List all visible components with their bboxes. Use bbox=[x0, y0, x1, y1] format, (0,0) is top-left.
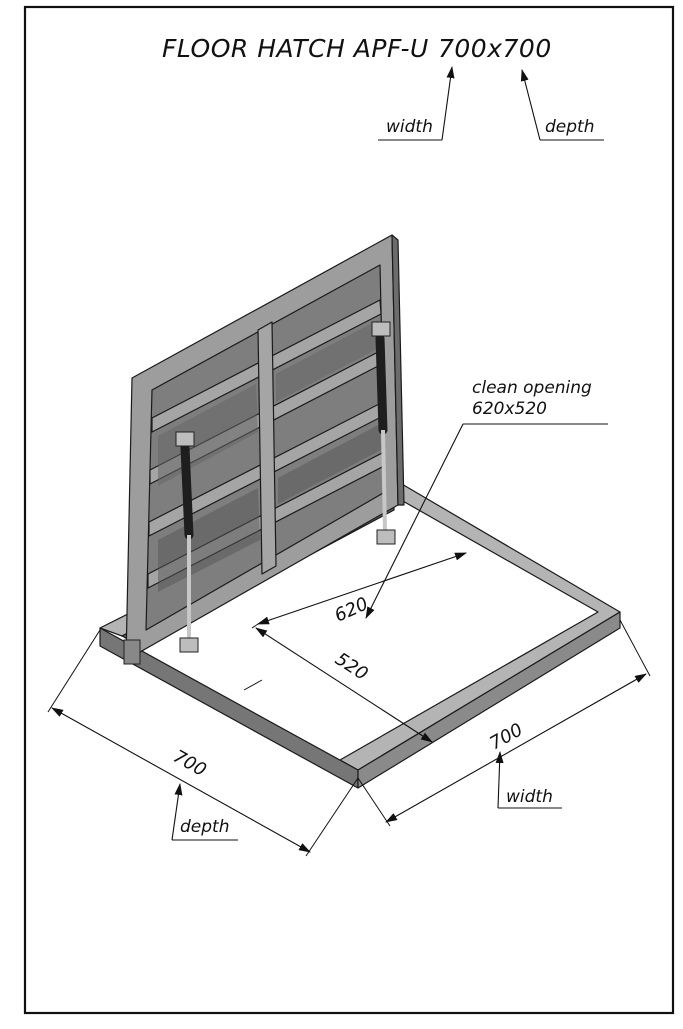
dim-outer-width-value: 700 bbox=[486, 719, 526, 754]
hatch-model bbox=[99, 234, 621, 789]
sheet-border bbox=[23, 5, 675, 1015]
lid-panel-shade-4 bbox=[278, 424, 381, 504]
top-width-leader bbox=[378, 66, 455, 141]
gas-strut-left bbox=[175, 431, 199, 653]
gas-strut-right bbox=[371, 321, 396, 545]
callout-line2: 620x520 bbox=[472, 399, 547, 419]
lid-edge bbox=[391, 234, 405, 506]
title-product: FLOOR HATCH APF-U bbox=[162, 34, 429, 63]
lid-panel-shade-3 bbox=[158, 488, 260, 592]
dim-outer-depth-value: 700 bbox=[170, 746, 210, 781]
top-depth-label: depth bbox=[545, 117, 594, 137]
dim-outer-width bbox=[357, 619, 651, 827]
dim-620 bbox=[251, 552, 467, 629]
title-size: 700x700 bbox=[438, 34, 552, 63]
lid-panel-shade-2 bbox=[276, 320, 379, 402]
outer-depth-label: depth bbox=[180, 817, 229, 837]
outer-depth-leader bbox=[171, 783, 238, 841]
frame-side-right bbox=[357, 611, 621, 789]
callout-line1: clean opening bbox=[472, 378, 592, 398]
dim-520-label: 520 bbox=[331, 649, 371, 685]
hinge-block bbox=[123, 639, 141, 665]
outer-width-label: width bbox=[506, 787, 553, 807]
dim-620-label: 620 bbox=[331, 593, 371, 626]
top-width-label: width bbox=[386, 117, 433, 137]
outer-width-leader bbox=[495, 751, 562, 809]
dim-outer-depth bbox=[47, 629, 359, 857]
top-depth-leader bbox=[520, 69, 604, 141]
